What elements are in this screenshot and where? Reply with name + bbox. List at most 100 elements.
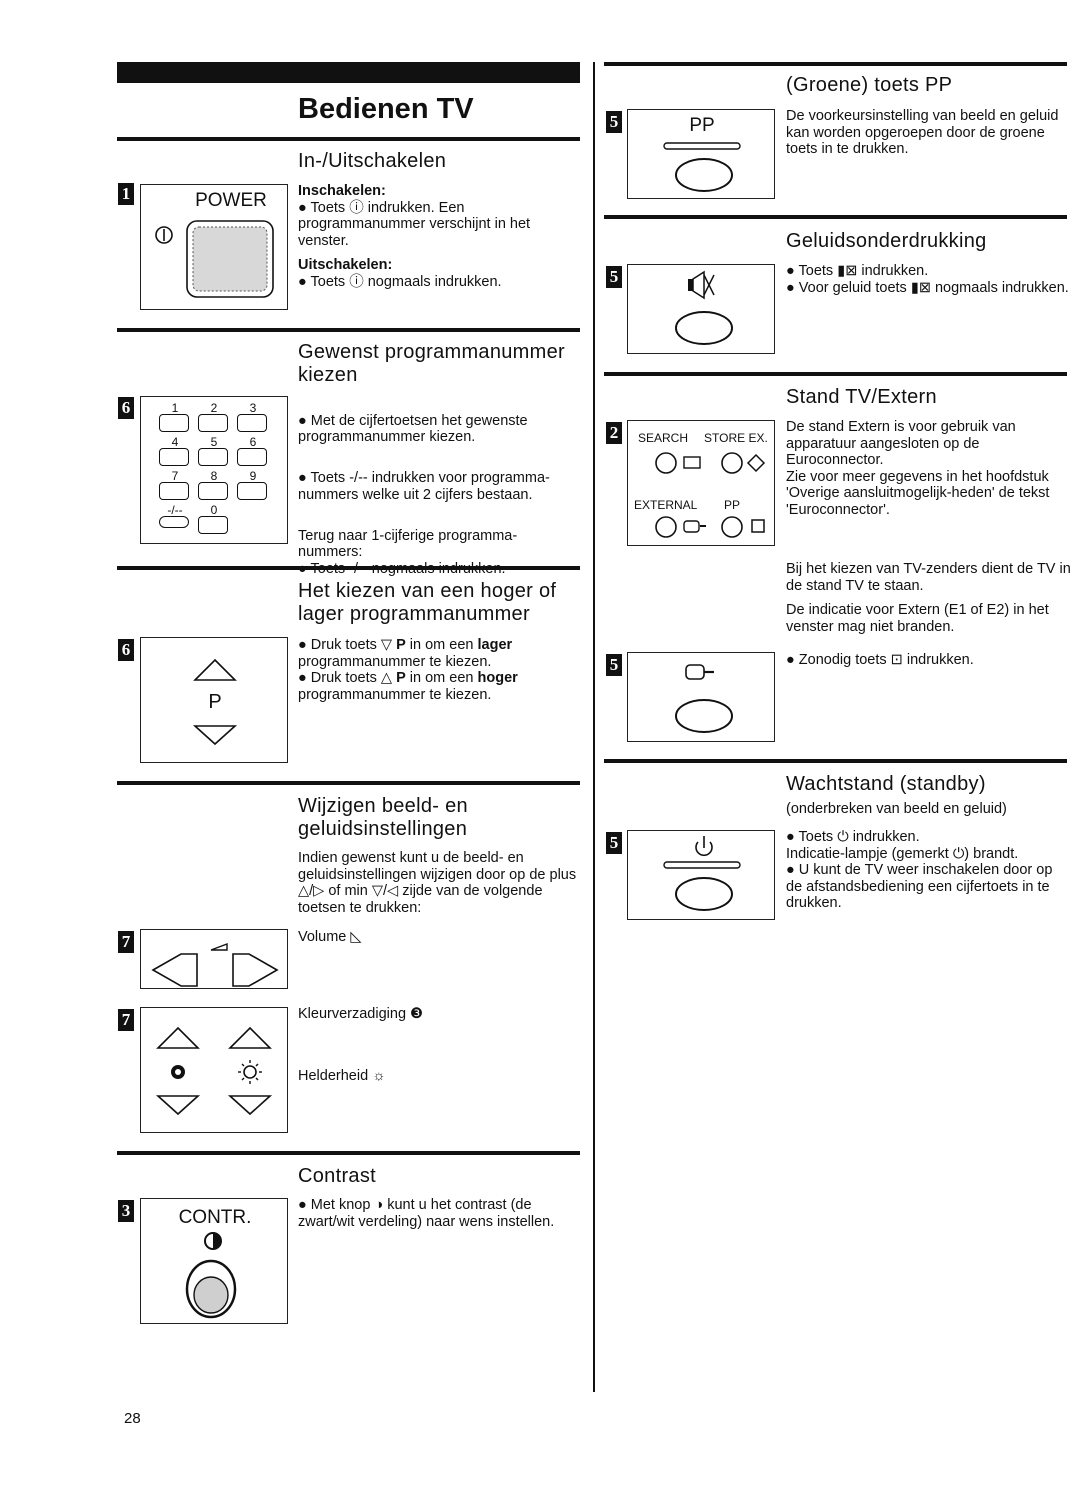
keypad-key: [198, 482, 228, 500]
keypad-key: [237, 448, 267, 466]
color-label: Kleurverzadiging ❸: [298, 1006, 424, 1022]
extern-p2: Bij het kiezen van TV-zenders dient de T…: [786, 561, 1071, 594]
mute-icon: [675, 270, 733, 345]
divider: [117, 137, 580, 141]
step-badge: 7: [118, 1009, 134, 1031]
keypad-key: [198, 414, 228, 432]
divider: [117, 1151, 580, 1155]
keypad-key-label: 1: [171, 401, 179, 415]
mute-illustration: [627, 264, 775, 354]
number-p2: ● Toets -/-- indrukken voor programma- n…: [298, 470, 550, 503]
step-badge: 5: [606, 832, 622, 854]
updown-text: ● Druk toets ▽ P in om een lager program…: [298, 637, 568, 703]
power-on-text: ● Toets ⓘ indrukken. Een programmanummer…: [298, 199, 531, 249]
extern-buttons-icon: [655, 452, 766, 538]
divider: [117, 781, 580, 785]
updown-p2: ● Druk toets △ P in om een hoger program…: [298, 670, 518, 703]
step-badge: 1: [118, 183, 134, 205]
standby-illustration: [627, 830, 775, 920]
step-badge: 5: [606, 111, 622, 133]
pp-illustration: PP: [627, 109, 775, 199]
mute-p2: ● Voor geluid toets ▮⊠ nogmaals indrukke…: [786, 279, 1069, 296]
program-box-label: P: [208, 691, 222, 713]
keypad-key: [159, 516, 189, 528]
keypad-key: [159, 482, 189, 500]
search-label: SEARCH: [638, 431, 689, 445]
page-title: Bedienen TV: [298, 93, 474, 125]
contrast-knob-icon: [185, 1232, 237, 1319]
page-number: 28: [124, 1410, 141, 1427]
divider: [604, 62, 1067, 66]
contrast-box-label: CONTR.: [178, 1207, 252, 1228]
step-badge: 3: [118, 1200, 134, 1222]
extern-text-2: Bij het kiezen van TV-zenders dient de T…: [786, 561, 1071, 643]
mute-text: ● Toets ▮⊠ indrukken. ● Voor geluid toet…: [786, 263, 1071, 296]
volume-label: Volume ◺: [298, 929, 362, 945]
keypad-key-label: 5: [210, 435, 218, 449]
section-heading-pp: (Groene) toets PP: [786, 74, 953, 96]
number-text: ● Met de cijfertoetsen het gewenste prog…: [298, 396, 568, 602]
extern-illustration: SEARCH STORE EX. EXTERNAL PP: [627, 420, 775, 546]
settings-intro: Indien gewenst kunt u de beeld- en gelui…: [298, 850, 577, 916]
power-on-title: Inschakelen:: [298, 183, 386, 199]
section-heading-updown: Het kiezen van een hoger of lager progra…: [298, 580, 557, 625]
volume-icon: [151, 942, 279, 987]
brightness-label: Helderheid ☼: [298, 1068, 386, 1084]
keypad-key: [237, 482, 267, 500]
keypad-key-label: 9: [249, 469, 257, 483]
step-badge: 7: [118, 931, 134, 953]
contrast-text: ● Met knop ◑ kunt u het contrast (de zwa…: [298, 1197, 555, 1230]
standby-icon: [663, 836, 741, 911]
section-heading-standby: Wachtstand (standby): [786, 773, 986, 795]
extern-p3: De indicatie voor Extern (E1 of E2) in h…: [786, 602, 1049, 635]
section-heading-extern: Stand TV/Extern: [786, 386, 937, 408]
power-text: Inschakelen: ● Toets ⓘ indrukken. Een pr…: [298, 183, 568, 298]
keypad-key-label: 4: [171, 435, 179, 449]
keypad-key-label: 3: [249, 401, 257, 415]
mute-p1: ● Toets ▮⊠ indrukken.: [786, 263, 929, 279]
step-badge: 6: [118, 639, 134, 661]
pp-text: De voorkeursinstelling van beeld en gelu…: [786, 108, 1059, 157]
pp-small-label: PP: [724, 498, 741, 512]
pp-button-icon: [663, 142, 741, 192]
volume-illustration: [140, 929, 288, 989]
step-badge: 5: [606, 266, 622, 288]
extern-p4: ● Zonodig toets ⊡ indrukken.: [786, 652, 974, 668]
keypad-key-label: 6: [249, 435, 257, 449]
standby-subtitle: (onderbreken van beeld en geluid): [786, 801, 1007, 817]
keypad-key: [198, 516, 228, 534]
section-heading-contrast: Contrast: [298, 1165, 376, 1187]
step-badge: 6: [118, 397, 134, 419]
store-ex-label: STORE EX.: [704, 431, 768, 445]
keypad-key: [237, 414, 267, 432]
extern-text: De stand Extern is voor gebruik van appa…: [786, 419, 1071, 526]
power-off-text: ● Toets ⓘ nogmaals indrukken.: [298, 273, 502, 290]
section-heading-mute: Geluidsonderdrukking: [786, 230, 987, 252]
title-bar: [117, 62, 580, 83]
updown-p1: ● Druk toets ▽ P in om een lager program…: [298, 637, 513, 670]
step-badge: 5: [606, 654, 622, 676]
number-p1: ● Met de cijfertoetsen het gewenste prog…: [298, 412, 528, 446]
power-icon: [155, 220, 274, 298]
keypad-key-label: 8: [210, 469, 218, 483]
keypad-key-label: -/--: [167, 503, 183, 517]
section-heading-number: Gewenst programmanummer kiezen: [298, 341, 565, 386]
external-button-illustration: [627, 652, 775, 742]
keypad-key: [198, 448, 228, 466]
keypad-key: [159, 448, 189, 466]
section-heading-power: In-/Uitschakelen: [298, 150, 447, 172]
step-badge: 2: [606, 422, 622, 444]
color-brightness-icons: [155, 1026, 273, 1116]
extern-p1: De stand Extern is voor gebruik van appa…: [786, 419, 1050, 518]
external-label: EXTERNAL: [634, 498, 698, 512]
power-illustration: POWER: [140, 184, 288, 310]
column-separator: [593, 62, 595, 1392]
program-up-icon: [192, 658, 238, 746]
divider: [604, 215, 1067, 219]
section-heading-settings: Wijzigen beeld- en geluidsinstellingen: [298, 795, 468, 840]
color-brightness-illustration: [140, 1007, 288, 1133]
keypad-key: [159, 414, 189, 432]
divider: [604, 759, 1067, 763]
contrast-illustration: CONTR.: [140, 1198, 288, 1324]
